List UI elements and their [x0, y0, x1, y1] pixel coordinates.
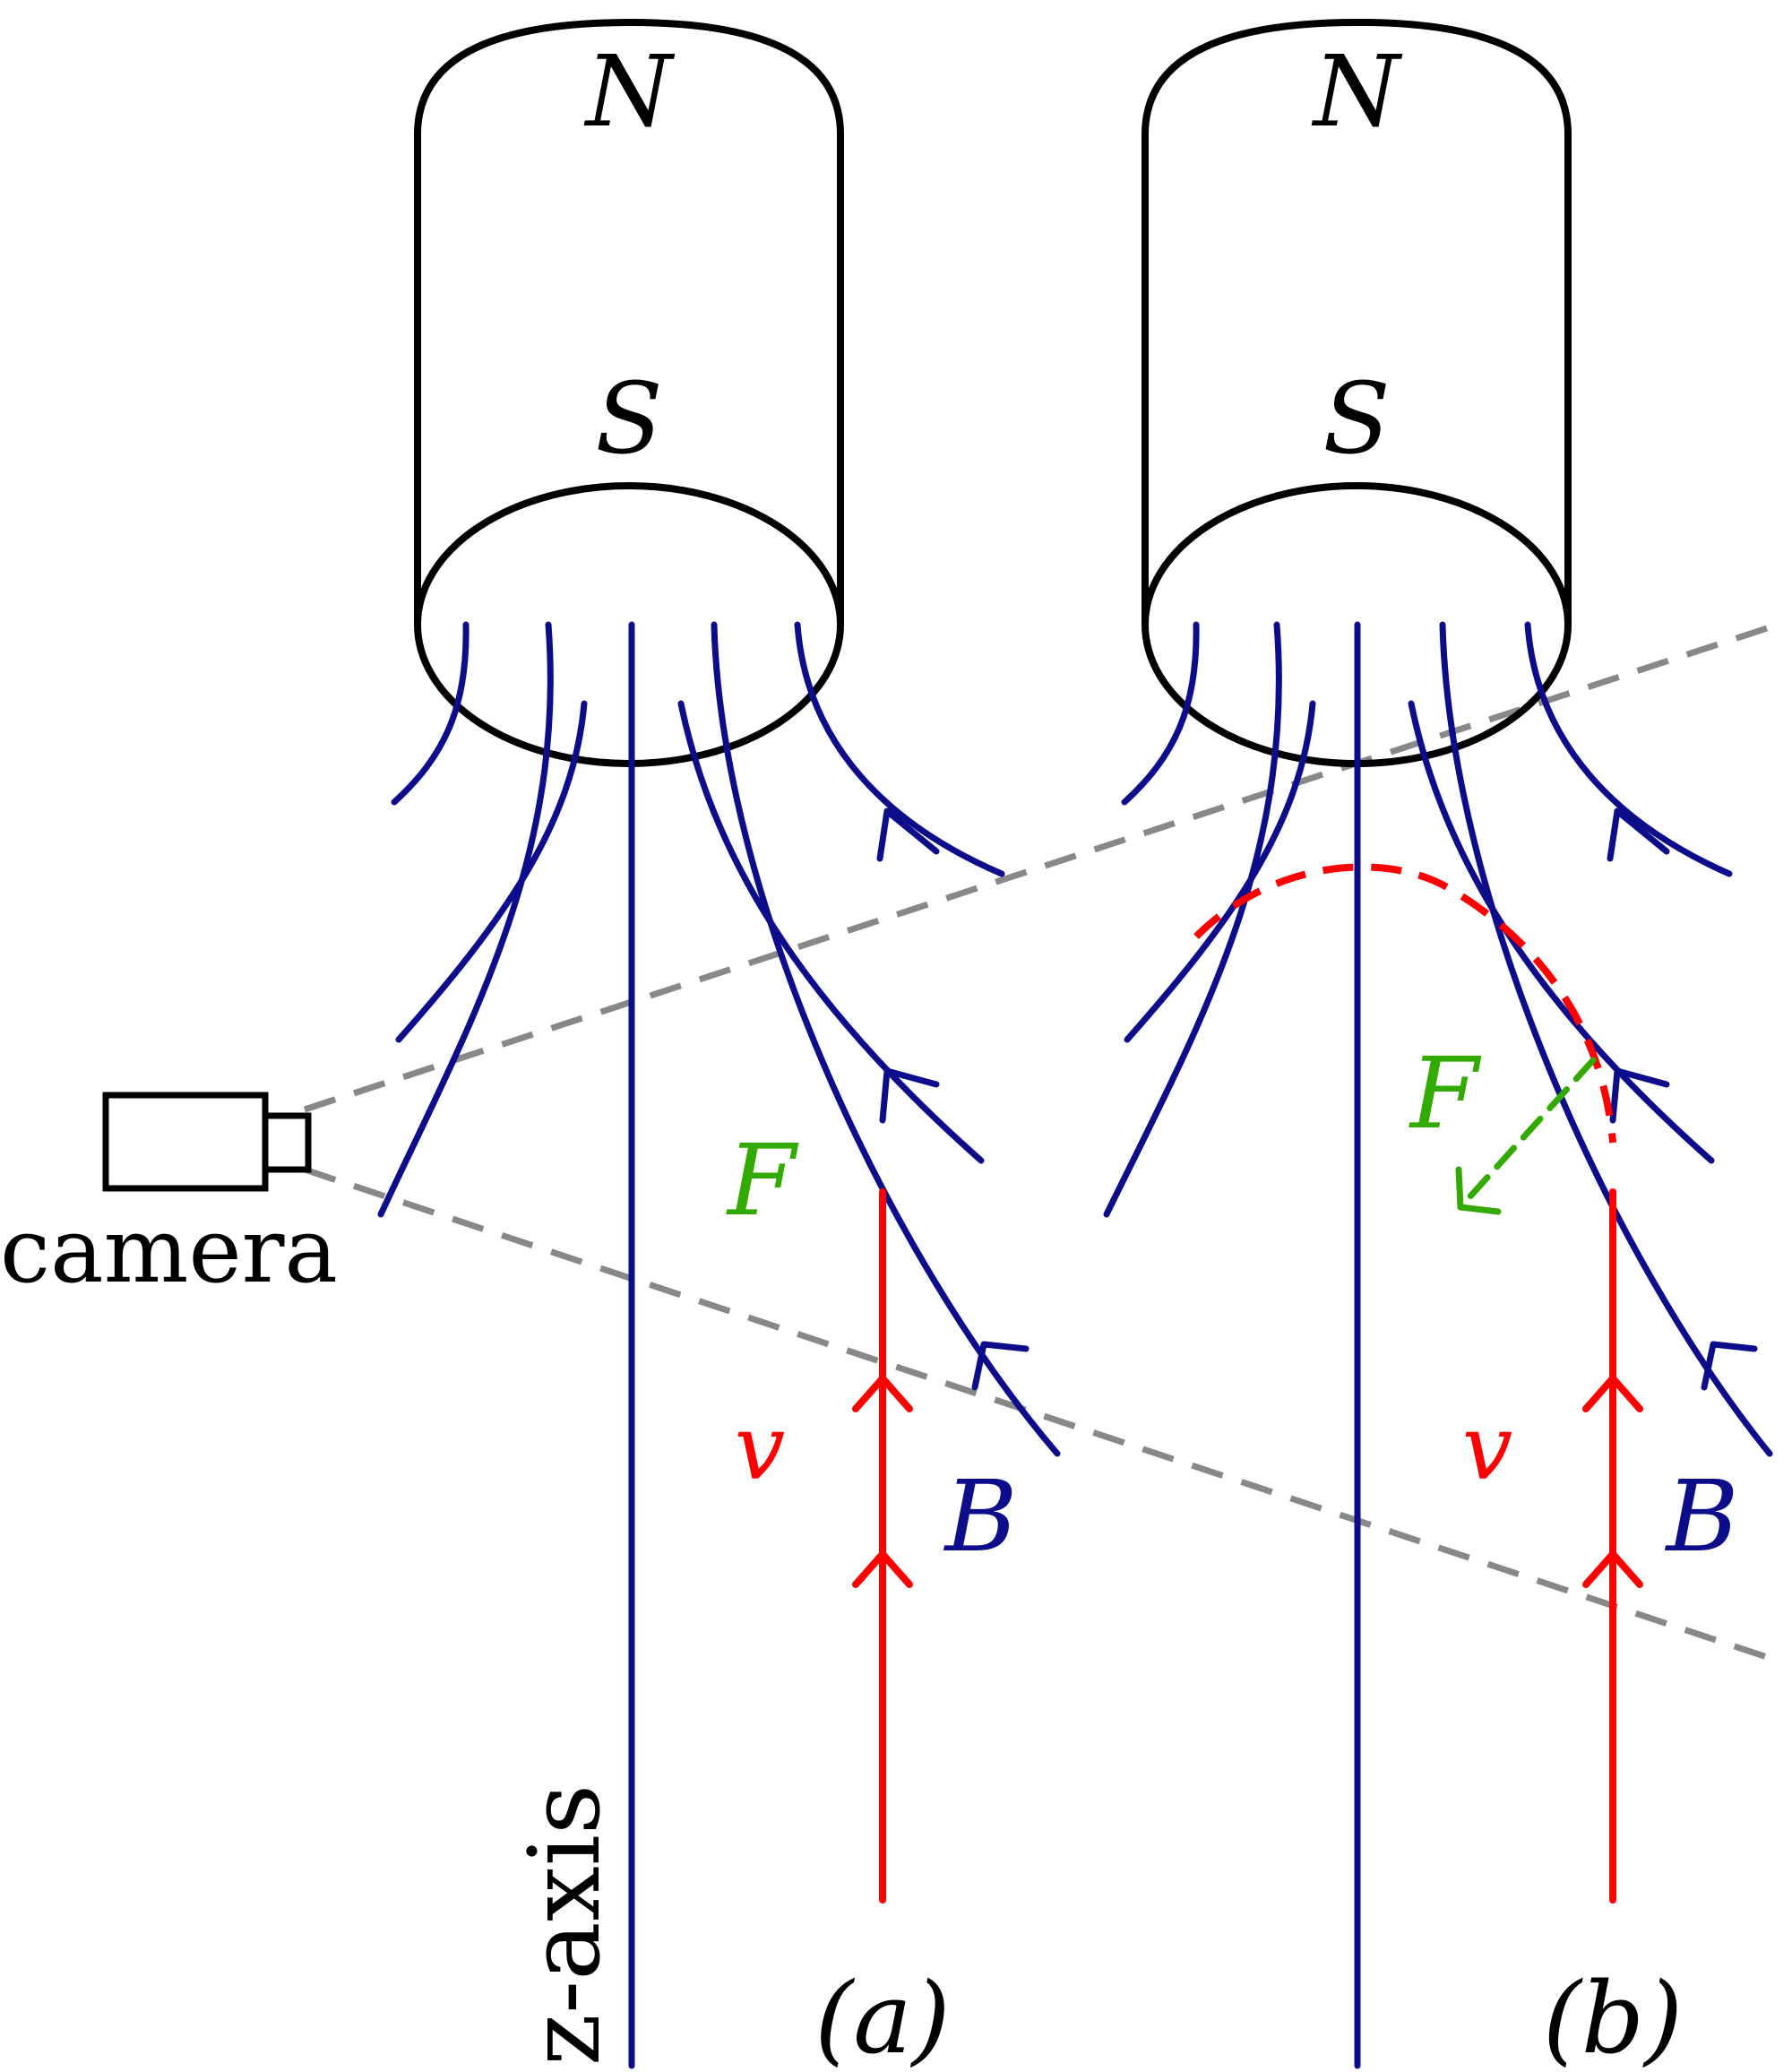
field-label-a: B [943, 1459, 1018, 1574]
helical-path-b [1193, 863, 1616, 1144]
force-label-b: F [1409, 1036, 1482, 1151]
velocity-arrow-b-2 [1582, 1550, 1643, 1588]
force-label-a: F [726, 1123, 799, 1238]
field-line-b-left-3 [1124, 700, 1316, 1043]
velocity-label-b: v [1462, 1395, 1513, 1500]
field-line-b-right-2 [1439, 621, 1773, 1457]
view-cone-lower-edge [303, 1166, 1771, 1662]
velocity-arrow-a-1 [852, 1375, 913, 1412]
field-lines-b [1103, 621, 1773, 2069]
field-line-b-left-2 [1103, 621, 1282, 1218]
magnet-a-body [414, 18, 844, 625]
field-arrows-a [876, 807, 1030, 1391]
field-line-b-right-3 [1408, 700, 1715, 1164]
field-line-b-far-right [1524, 621, 1733, 877]
field-line-a-right-3 [677, 700, 985, 1164]
force-arrow-b [1455, 1057, 1597, 1215]
camera-label: camera [0, 1198, 338, 1303]
magnet-a-south-label: S [595, 361, 662, 476]
field-line-b-far-left [1121, 621, 1200, 806]
field-label-b: B [1665, 1459, 1739, 1574]
field-arrow-b-1 [1607, 807, 1670, 862]
field-arrow-b-2 [1609, 1067, 1670, 1124]
magnet-b-south-label: S [1322, 361, 1390, 476]
magnet-b-north-label: N [1311, 34, 1403, 149]
panel-label-b: (b) [1543, 1961, 1683, 2072]
velocity-label-a: v [735, 1395, 786, 1500]
force-arrow-b-shaft [1457, 1057, 1597, 1211]
velocity-arrow-a-2 [852, 1550, 913, 1588]
velocity-arrow-b-1 [1582, 1375, 1643, 1412]
panel-b: N S F v B (b) [1103, 18, 1773, 2072]
field-lines-a [377, 621, 1061, 2069]
field-arrow-a-3 [971, 1341, 1030, 1391]
camera-view-cone [303, 624, 1771, 1662]
velocity-line-b [1582, 1188, 1643, 1904]
magnet-b-body [1142, 18, 1572, 625]
camera-icon [102, 1092, 312, 1192]
field-line-a-far-right [794, 621, 1005, 877]
field-line-a-left-2 [377, 621, 554, 1218]
field-arrow-a-1 [876, 807, 940, 862]
field-arrows-b [1607, 807, 1758, 1391]
force-arrow-b-head [1455, 1166, 1502, 1215]
field-arrow-b-3 [1701, 1341, 1758, 1391]
z-axis-label: z-axis [507, 1784, 622, 2066]
panel-a: N S F v B (a) z-axis [377, 18, 1061, 2072]
magnet-a-north-label: N [583, 34, 676, 149]
field-line-a-left-3 [395, 700, 588, 1043]
velocity-line-a [852, 1188, 913, 1904]
panel-label-a: (a) [814, 1961, 950, 2072]
field-arrow-a-2 [879, 1067, 940, 1124]
field-line-a-far-left [391, 621, 470, 806]
